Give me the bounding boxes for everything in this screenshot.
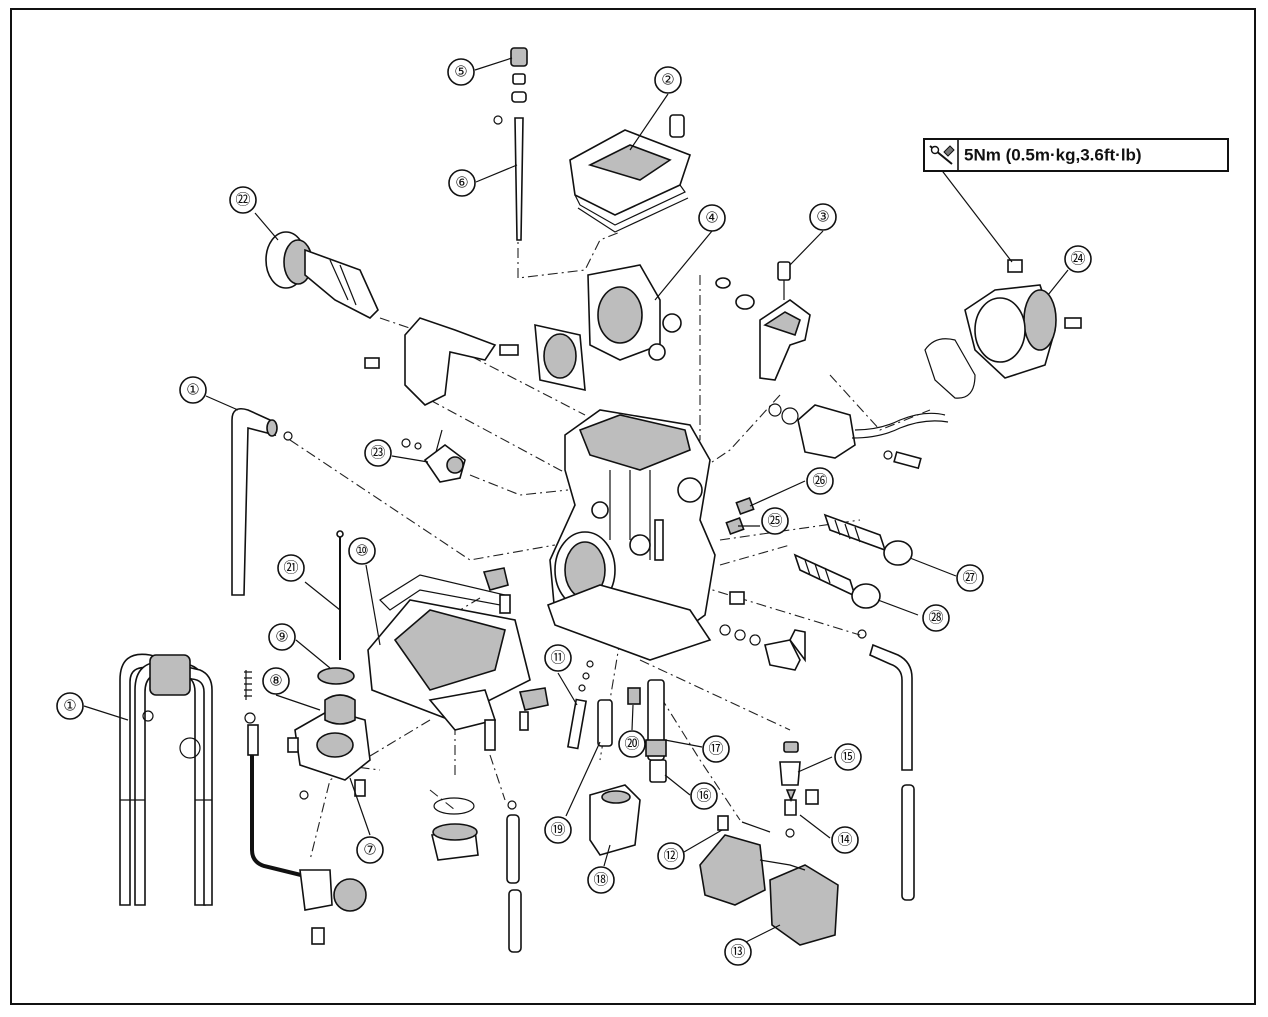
svg-text:⑱: ⑱ — [593, 872, 608, 889]
svg-text:⑦: ⑦ — [363, 842, 376, 859]
torque-spec-box: 5Nm (0.5m·kg,3.6ft·lb) — [923, 138, 1229, 172]
svg-text:⑧: ⑧ — [269, 673, 282, 690]
svg-text:③: ③ — [816, 209, 829, 226]
svg-text:⑮: ⑮ — [840, 749, 855, 766]
throttle-valve — [534, 264, 682, 392]
callout-24: ㉔ — [1064, 245, 1092, 273]
callout-15: ⑮ — [834, 743, 862, 771]
starter-cable — [247, 724, 367, 945]
svg-text:㉕: ㉕ — [767, 513, 782, 530]
svg-text:㉖: ㉖ — [812, 473, 827, 490]
torque-wrench-icon — [929, 145, 955, 165]
callout-14: ⑭ — [831, 826, 859, 854]
jet-needle — [493, 47, 528, 241]
pilot-screws — [725, 496, 755, 536]
adjust-plungers — [793, 513, 913, 609]
drain-hose — [857, 629, 915, 901]
callout-10: ⑩ — [348, 537, 376, 565]
svg-text:⑳: ⑳ — [624, 736, 639, 753]
callout-8: ⑧ — [262, 667, 290, 695]
svg-text:㉔: ㉔ — [1070, 251, 1085, 268]
callout-21: ㉑ — [277, 554, 305, 582]
vent-hose-loop — [119, 653, 213, 906]
drain-plug — [431, 797, 479, 861]
callout-28: ㉘ — [922, 604, 950, 632]
svg-text:⑥: ⑥ — [455, 175, 468, 192]
throttle-linkage — [401, 429, 466, 483]
callout-4: ④ — [698, 204, 726, 232]
callout-3: ③ — [809, 203, 837, 231]
assembly-lines — [289, 228, 931, 861]
callout-7: ⑦ — [356, 836, 384, 864]
svg-text:⑩: ⑩ — [355, 543, 368, 560]
cable-bracket — [364, 317, 519, 406]
svg-text:①: ① — [63, 698, 76, 715]
diagram-border — [10, 8, 1256, 1005]
svg-text:⑲: ⑲ — [550, 822, 565, 839]
accelerator-pump — [244, 667, 371, 800]
svg-text:④: ④ — [705, 210, 718, 227]
svg-text:㉓: ㉓ — [370, 445, 385, 462]
callout-1b: ① — [56, 692, 84, 720]
overflow-hoses — [506, 800, 522, 953]
callout-13: ⑬ — [724, 938, 752, 966]
intake-joint — [924, 259, 1082, 399]
svg-text:㉘: ㉘ — [928, 610, 943, 627]
callout-18: ⑱ — [587, 866, 615, 894]
svg-text:⑭: ⑭ — [837, 832, 852, 849]
callout-26: ㉖ — [806, 467, 834, 495]
callout-12: ⑫ — [657, 842, 685, 870]
callout-27: ㉗ — [956, 564, 984, 592]
callout-19: ⑲ — [544, 816, 572, 844]
torque-spec-label: 5Nm (0.5m·kg,3.6ft·lb) — [964, 146, 1142, 165]
callout-17: ⑰ — [702, 735, 730, 763]
callout-11: ⑪ — [544, 644, 572, 672]
float — [699, 815, 839, 946]
throttle-lever — [715, 261, 811, 381]
top-cover — [569, 114, 692, 233]
callout-9: ⑨ — [268, 623, 296, 651]
svg-text:⑯: ⑯ — [696, 788, 711, 805]
jets — [597, 679, 667, 783]
svg-text:⑪: ⑪ — [550, 650, 565, 667]
svg-text:㉗: ㉗ — [962, 570, 977, 587]
callout-2: ② — [654, 66, 682, 94]
callout-6: ⑥ — [448, 169, 476, 197]
main-jet — [779, 741, 819, 838]
callout-20: ⑳ — [618, 730, 646, 758]
callout-25: ㉕ — [761, 507, 789, 535]
callout-5: ⑤ — [447, 58, 475, 86]
float-bowl — [367, 567, 549, 751]
callout-1a: ① — [179, 376, 207, 404]
float-pin — [336, 530, 344, 660]
callout-16: ⑯ — [690, 782, 718, 810]
callout-23: ㉓ — [364, 439, 392, 467]
callout-22: ㉒ — [229, 186, 257, 214]
svg-text:②: ② — [661, 72, 674, 89]
float-collar — [589, 784, 641, 856]
svg-text:㉒: ㉒ — [235, 192, 250, 209]
carburetor-body — [546, 409, 806, 671]
throttle-sensor — [768, 403, 949, 470]
svg-text:⑨: ⑨ — [275, 629, 288, 646]
svg-text:⑫: ⑫ — [663, 848, 678, 865]
starter-plunger — [265, 231, 379, 319]
svg-text:⑬: ⑬ — [730, 944, 745, 961]
svg-text:⑰: ⑰ — [708, 741, 723, 758]
svg-text:①: ① — [186, 382, 199, 399]
svg-text:㉑: ㉑ — [283, 560, 298, 577]
needle-valve — [566, 660, 594, 750]
svg-text:⑤: ⑤ — [454, 64, 467, 81]
vent-hose-upper — [231, 407, 293, 596]
